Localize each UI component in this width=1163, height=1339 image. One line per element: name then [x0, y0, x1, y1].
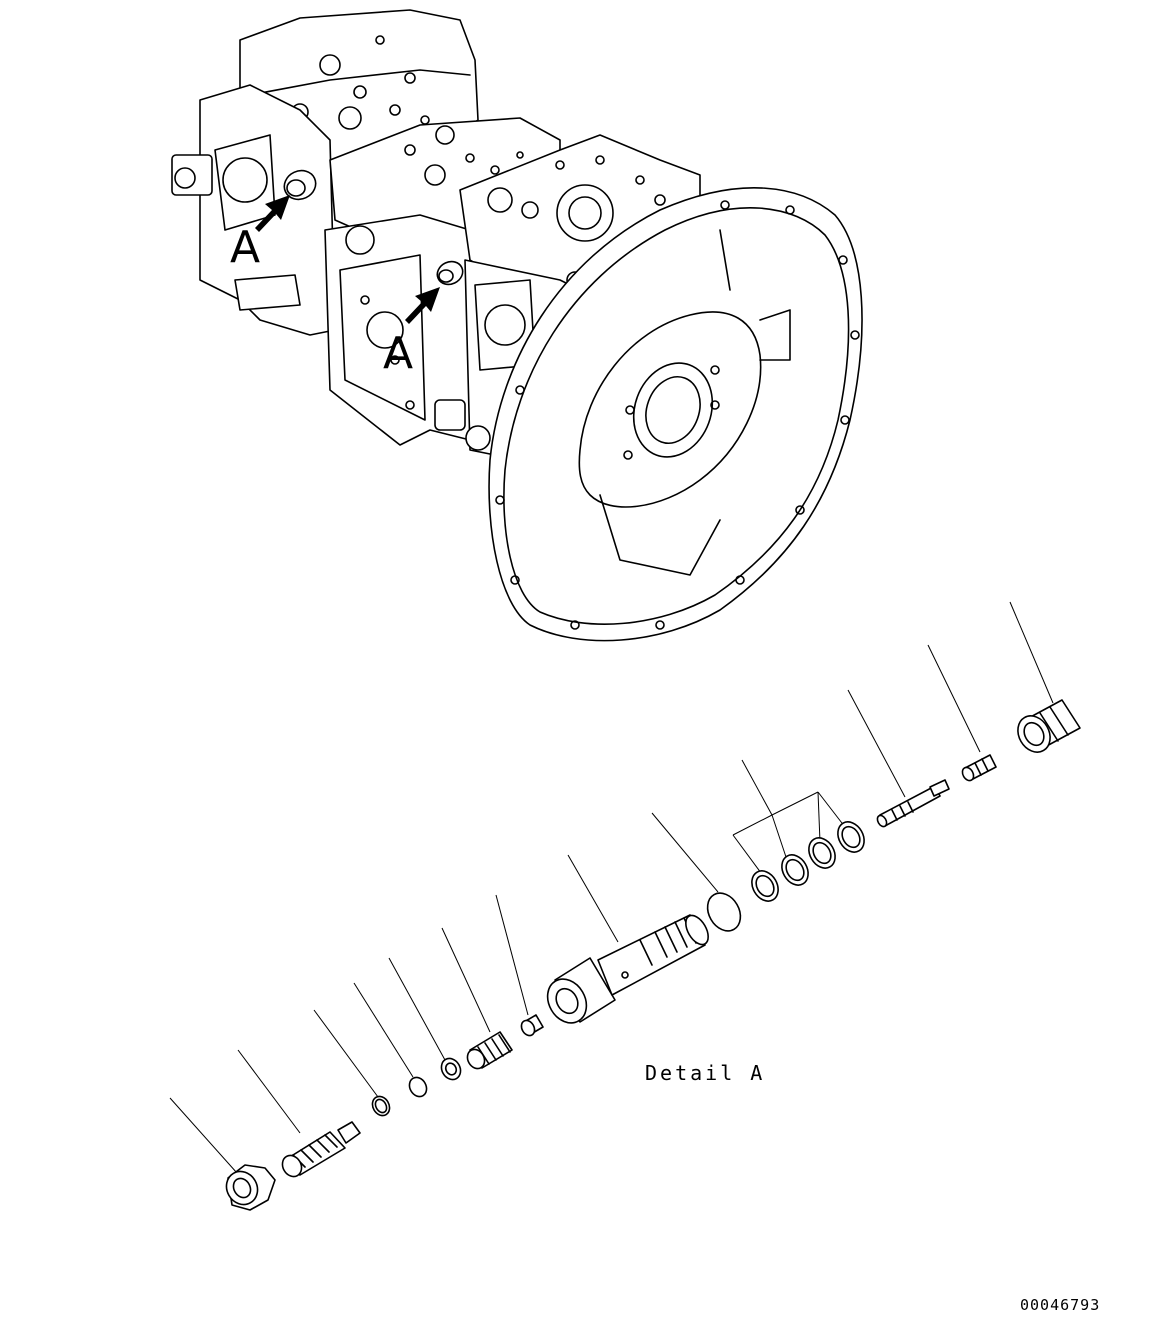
spring-part [466, 1031, 513, 1070]
pointer-arrow-icon [255, 195, 290, 232]
marker-a-label: A [230, 222, 260, 273]
detail-a-location-2: A [383, 260, 464, 379]
o-ring-part [706, 892, 742, 932]
snap-ring-part [371, 1095, 391, 1117]
plug-part [1017, 699, 1081, 753]
leader-lines [169, 601, 1054, 1174]
piston-part [961, 754, 997, 782]
spring-seat-part [440, 1057, 462, 1081]
exploded-parts [169, 601, 1081, 1211]
spool-part [876, 779, 950, 828]
backup-rings-part [751, 821, 865, 902]
marker-a-label: A [383, 328, 413, 379]
detail-a-location-1: A [230, 169, 317, 273]
drawing-number: 00046793 [1020, 1296, 1100, 1314]
o-ring-small-part [408, 1076, 428, 1098]
sleeve-part [546, 914, 709, 1024]
nut-part [225, 1164, 276, 1211]
plug-small-part [520, 1014, 544, 1037]
pump-assembly [171, 9, 863, 642]
pointer-arrow-icon [405, 287, 440, 324]
adjusting-screw-part [281, 1121, 361, 1178]
detail-caption: Detail A [645, 1061, 765, 1085]
